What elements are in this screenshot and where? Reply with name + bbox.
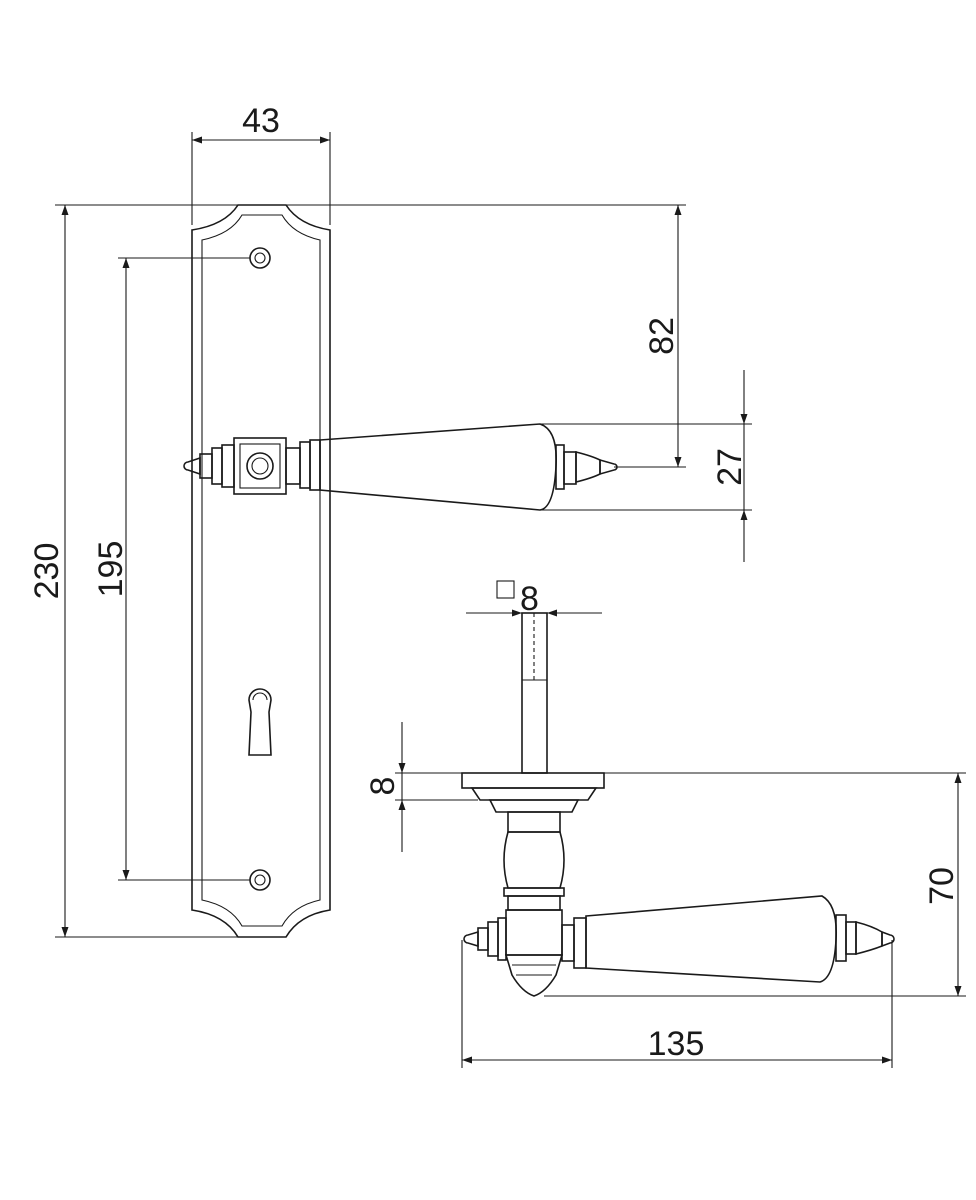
backplate-front-view xyxy=(191,204,331,938)
dim-label-spindle-square: 8 xyxy=(520,580,539,618)
dimension-rose-thickness: 8 xyxy=(364,722,478,852)
dimension-screw-distance: 195 xyxy=(92,257,250,881)
dim-label-lever-height: 27 xyxy=(711,448,749,486)
spindle-side-view xyxy=(521,612,548,774)
top-screw-hole xyxy=(249,247,271,269)
dim-label-plate-width: 43 xyxy=(242,102,280,140)
dimension-plate-height: 230 xyxy=(28,204,686,938)
square-symbol-icon xyxy=(496,580,515,599)
dimension-lever-length: 135 xyxy=(461,940,893,1068)
dim-label-plate-height: 230 xyxy=(28,543,66,600)
dimension-spindle-square: 8 xyxy=(466,580,602,618)
dim-label-screw-distance: 195 xyxy=(92,541,130,598)
rose-side-view xyxy=(461,772,605,997)
lever-side-view xyxy=(463,895,895,983)
lever-front-view xyxy=(183,423,618,511)
dimension-lever-height: 27 xyxy=(540,370,752,562)
keyhole xyxy=(248,688,272,756)
dimension-lever-axis-offset: 82 xyxy=(614,205,686,468)
dim-label-lever-axis-offset: 82 xyxy=(643,317,681,355)
dim-label-rose-thickness: 8 xyxy=(364,777,402,796)
dimension-plate-width: 43 xyxy=(191,102,331,225)
dim-label-lever-length: 135 xyxy=(648,1025,705,1063)
dim-label-lever-projection: 70 xyxy=(923,867,961,905)
bottom-screw-hole xyxy=(249,869,271,891)
dimension-lever-projection: 70 xyxy=(544,772,966,997)
